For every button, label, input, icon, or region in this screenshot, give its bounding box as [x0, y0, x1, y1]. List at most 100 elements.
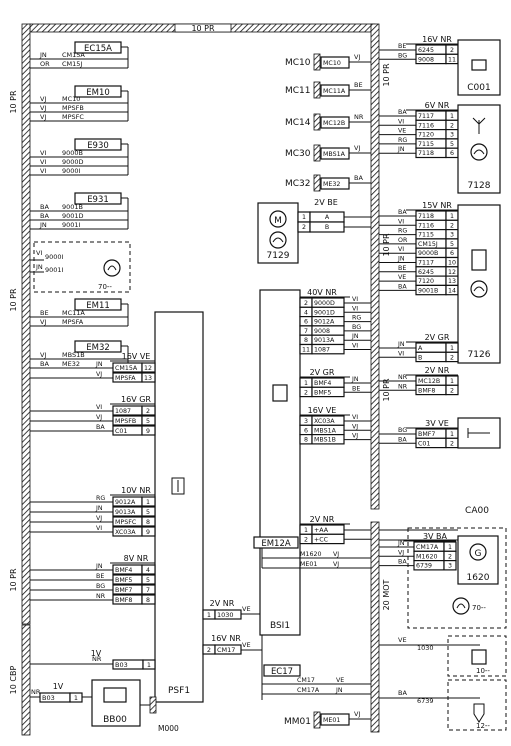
pin-num: 5: [450, 141, 454, 148]
pin-name: 6245: [418, 269, 434, 276]
pin-name: 7116: [418, 222, 434, 229]
obd-socket-icon: [471, 59, 487, 71]
dashed-box: [447, 635, 507, 677]
pin-name: 1030: [217, 611, 234, 619]
pin-name: CM17A: [416, 544, 439, 551]
wire-id: 9000I: [45, 253, 64, 261]
wire-color: JN: [351, 333, 359, 340]
pin-num: 1: [450, 113, 454, 120]
pin-num: 12: [144, 365, 152, 372]
wire-id: 9001I: [62, 221, 81, 229]
ground-label: MM01: [284, 717, 311, 727]
pin-num: 1: [450, 378, 454, 385]
wire-color: BA: [40, 203, 49, 211]
pin-num: 6: [450, 150, 454, 157]
wire-id: 6739: [417, 697, 434, 705]
pin-num: 3: [304, 418, 308, 425]
wire-color: NR: [354, 113, 364, 121]
pin-num: 2: [450, 440, 454, 447]
pin-num: 1: [147, 661, 151, 669]
dashed-box: [447, 679, 507, 731]
psf1-label: PSF1: [168, 686, 190, 696]
wire-color: VE: [336, 677, 344, 684]
pin-name: BMF8: [418, 387, 435, 394]
wire-color: VI: [398, 118, 404, 125]
wire-id: 9000B: [62, 149, 83, 157]
wire-color: NR: [398, 383, 408, 390]
pin-num-box: [141, 405, 156, 416]
pin-num: 2: [302, 224, 306, 231]
ground-hatch: [313, 144, 321, 162]
pin-num: 7: [304, 328, 308, 335]
wire-color: BE: [398, 43, 406, 50]
connector-name: EC17: [271, 667, 293, 677]
connector-name: EC15A: [84, 44, 112, 54]
wire-color: BA: [398, 209, 407, 216]
pin-num: 5: [450, 241, 454, 248]
pin-name: A: [325, 214, 330, 221]
pin-num: 12: [448, 269, 456, 276]
box70-label: 70--: [98, 283, 112, 291]
wire-color: VJ: [354, 710, 360, 718]
left-bus-label-bottom: 10 PR: [9, 568, 18, 592]
pin-name: 9000B: [418, 250, 438, 257]
connector-name: E930: [87, 141, 109, 151]
fuse-icon: [171, 477, 185, 495]
pin-num-box: [141, 584, 156, 595]
pin-num: 9: [146, 428, 150, 435]
wire-color: VI: [36, 249, 42, 257]
ecu-chip-icon: [272, 384, 288, 402]
pin-name: B03: [115, 661, 128, 669]
wire-color: JN: [95, 361, 103, 368]
connector-name: E931: [87, 195, 109, 205]
wire-color: VJ: [352, 433, 358, 440]
dashed-box: [33, 241, 131, 293]
wire-color: BE: [96, 573, 104, 580]
component-label: CA00: [465, 506, 489, 516]
gauge-icon: [269, 231, 287, 249]
pin-num: 3: [450, 232, 454, 239]
pin-name: B03: [42, 694, 55, 702]
ground-icon: [313, 144, 321, 162]
pin-num-box: [141, 574, 156, 585]
pin-name: 7115: [418, 141, 434, 148]
wire-id: ME32: [62, 360, 80, 368]
pin-num: 1: [450, 345, 454, 352]
ground-conn: MC10: [323, 60, 341, 67]
pin-num: 11: [448, 56, 456, 63]
pin-name: CM15J: [418, 241, 438, 248]
wire-color: BE: [398, 265, 406, 272]
pin-num: 5: [146, 509, 150, 516]
table-header: 3V VE: [425, 419, 449, 428]
pin-num-box: [141, 415, 156, 426]
wire-id: CM17: [297, 677, 315, 684]
sensor-icon-arc: [107, 265, 117, 271]
pin-name: MC12B: [418, 378, 440, 385]
pin-name: 9001B: [418, 287, 438, 294]
pin-num: 2: [450, 222, 454, 229]
ground-hatch: [313, 53, 321, 71]
wire-color: OR: [40, 60, 50, 68]
wire-color: BA: [96, 424, 105, 431]
wire-color: VI: [352, 305, 358, 312]
wire-color: BG: [352, 324, 361, 331]
pin-num: 14: [448, 287, 456, 294]
wire-color: BA: [398, 559, 407, 566]
pin-name: 9008: [418, 56, 434, 63]
relay-icon: [471, 649, 487, 665]
wire-color: JN: [39, 51, 47, 59]
wire-color: VJ: [40, 351, 46, 359]
pin-num-box: [142, 659, 156, 670]
pin-name: BMF5: [115, 577, 132, 584]
